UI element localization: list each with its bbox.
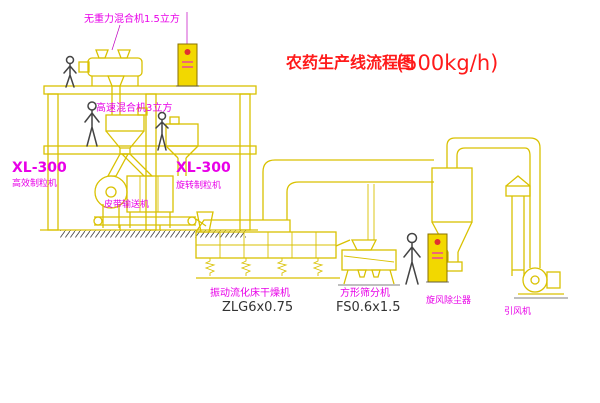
fluid-bed-dryer (195, 211, 351, 279)
label-granulator-center-name: 旋转制粒机 (176, 179, 221, 191)
label-sifter-model: FS0.6x1.5 (336, 300, 401, 315)
label-cyclone: 旋风除尘器 (426, 294, 471, 306)
label-gravityless-mixer: 无重力混合机1.5立方 (84, 12, 180, 25)
label-granulator-center-model: XL-300 (176, 160, 231, 176)
square-sifter (338, 184, 400, 286)
drawing-title: 农药生产线流程图 (285, 53, 414, 72)
worker-figures (63, 55, 421, 285)
building-frame (40, 85, 258, 238)
label-granulator-left-name: 高效制粒机 (12, 177, 57, 189)
granulator (94, 175, 174, 228)
drawing-title-capacity: (500kg/h) (396, 51, 498, 75)
cabinet-indicator-light (434, 239, 441, 245)
cyclone-outlet-pipe (446, 137, 541, 268)
worker-figure (403, 232, 421, 285)
label-belt-conveyor: 皮带输送机 (104, 198, 149, 210)
feed-hopper-unit (165, 116, 199, 176)
exhaust-duct (262, 159, 434, 220)
annotations: 无重力混合机1.5立方 高速混合机3立方 XL-300 高效制粒机 XL-300… (12, 12, 531, 317)
label-induced-draft-fan: 引风机 (504, 305, 531, 317)
gravityless-mixer (78, 49, 143, 115)
belt-conveyor (93, 216, 207, 230)
cabinet-indicator-light (184, 49, 191, 55)
label-dryer-model: ZLG6x0.75 (222, 300, 293, 315)
foundation-hatch (60, 230, 246, 238)
label-sifter-name: 方形筛分机 (340, 286, 390, 299)
label-dryer-name: 振动流化床干燥机 (210, 286, 290, 299)
control-cabinet-lower (426, 233, 449, 283)
control-cabinet-upper (176, 12, 199, 87)
worker-figure (84, 101, 100, 147)
high-speed-mixer (105, 107, 154, 177)
worker-figure (63, 55, 77, 88)
worker-figure (155, 111, 169, 151)
label-high-speed-mixer: 高速混合机3立方 (96, 101, 172, 114)
exhaust-stack (505, 175, 531, 276)
label-granulator-left-model: XL-300 (12, 160, 67, 176)
induced-draft-fan (514, 267, 568, 299)
